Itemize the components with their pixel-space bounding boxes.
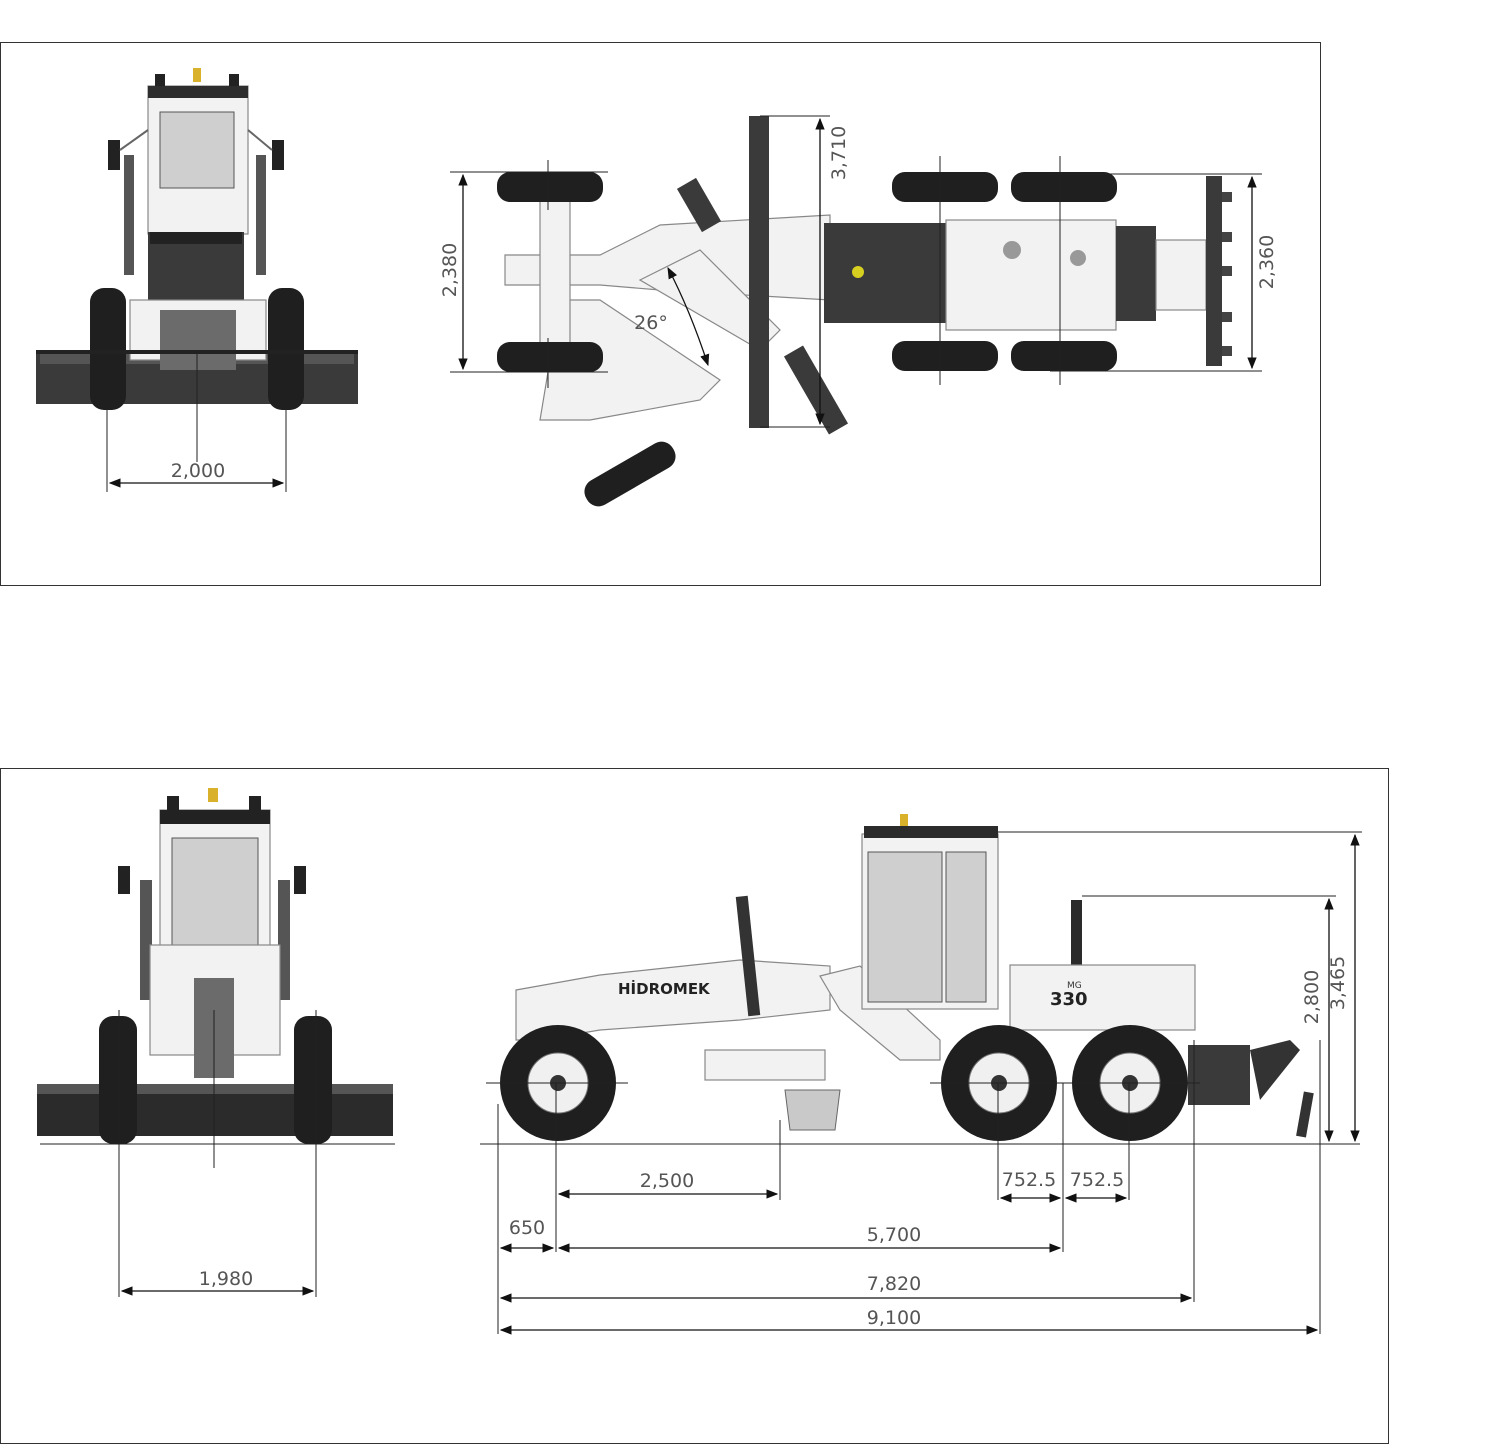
dim-rear-track-bottom: 1,980 <box>199 1268 253 1290</box>
dim-front-overhang: 650 <box>509 1217 545 1239</box>
dim-front-blade-width: 2,000 <box>171 460 225 482</box>
side-view-dimensions: 2,500 752.5 752.5 650 5,700 7,820 9,100 … <box>480 831 1362 1335</box>
dim-rear-track-top: 2,360 <box>1256 235 1278 289</box>
dim-front-axle-to-blade: 2,500 <box>640 1170 694 1192</box>
front-view-dimension-2000: 2,000 <box>106 350 287 492</box>
plan-view-grader <box>497 116 1232 507</box>
dim-height-exhaust: 2,800 <box>1301 970 1323 1024</box>
dim-wheelbase: 5,700 <box>867 1224 921 1246</box>
bottom-panel-frame <box>0 768 1389 1444</box>
dim-tandem-rear: 752.5 <box>1070 1169 1124 1191</box>
plan-view-dimensions: 2,380 3,710 2,360 26° <box>439 115 1278 428</box>
dim-blade-length: 3,710 <box>828 126 850 180</box>
side-view-grader: HİDROMEK 330 MG <box>500 814 1314 1141</box>
rear-view-grader <box>37 788 393 1144</box>
rear-view-dimension-1980: 1,980 <box>40 1010 395 1297</box>
dim-height-cab: 3,465 <box>1327 956 1349 1010</box>
dim-front-track: 2,380 <box>439 243 461 297</box>
dim-length-to-ripper-mount: 7,820 <box>867 1273 921 1295</box>
dim-overall-length: 9,100 <box>867 1307 921 1329</box>
top-panel-frame <box>0 42 1321 586</box>
model-badge: 330 <box>1050 989 1088 1010</box>
dim-articulation-angle: 26° <box>634 312 668 334</box>
dim-tandem-front: 752.5 <box>1002 1169 1056 1191</box>
model-prefix-badge: MG <box>1067 981 1082 991</box>
brand-logo-side: HİDROMEK <box>618 979 711 998</box>
